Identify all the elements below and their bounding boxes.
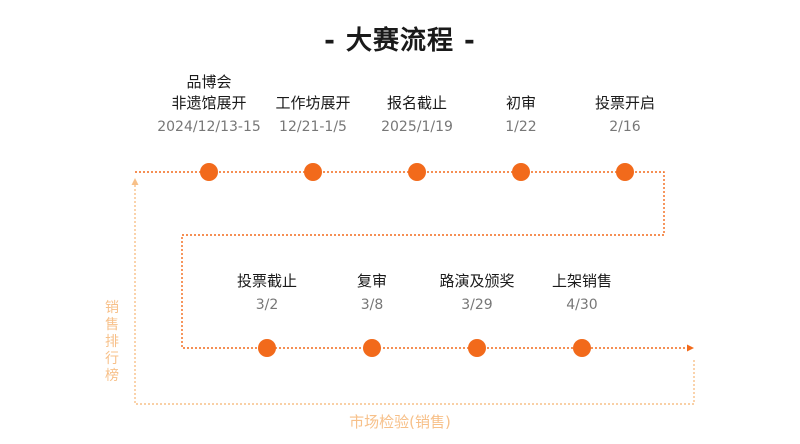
- timeline-step: 复审 3/8: [302, 271, 442, 315]
- main-flow-arrowhead: [687, 344, 694, 352]
- step-date: 12/21-1/5: [279, 119, 347, 135]
- timeline-step: 上架销售 4/30: [512, 271, 652, 315]
- timeline-step: 报名截止 2025/1/19: [347, 93, 487, 137]
- milestone-dot: [408, 163, 426, 181]
- step-date: 3/29: [461, 297, 493, 313]
- milestone-dot: [616, 163, 634, 181]
- step-label: 报名截止: [386, 94, 447, 112]
- step-date: 2024/12/13-15: [157, 119, 261, 135]
- step-date: 3/8: [360, 297, 384, 313]
- sales-ranking-label: 销售排行榜: [105, 300, 119, 384]
- feedback-loop-path: [134, 184, 695, 405]
- step-label: 上架销售: [551, 272, 612, 290]
- feedback-loop-arrowhead: [131, 178, 139, 185]
- main-flow-path: [135, 171, 690, 349]
- milestone-dot: [258, 339, 276, 357]
- step-date: 2/16: [609, 119, 641, 135]
- step-date: 4/30: [566, 297, 598, 313]
- milestone-dot: [512, 163, 530, 181]
- timeline-step: 品博会 非遗馆展开 2024/12/13-15: [139, 72, 279, 137]
- page-title: - 大赛流程 -: [324, 26, 476, 56]
- timeline-step: 投票截止 3/2: [197, 271, 337, 315]
- step-date: 2025/1/19: [381, 119, 453, 135]
- milestone-dot: [573, 339, 591, 357]
- milestone-dot: [468, 339, 486, 357]
- timeline-step: 路演及颁奖 3/29: [407, 271, 547, 315]
- step-date: 1/22: [505, 119, 537, 135]
- step-label: 路演及颁奖: [439, 272, 515, 290]
- timeline-step: 投票开启 2/16: [555, 93, 695, 137]
- market-test-label: 市场检验(销售): [349, 413, 451, 431]
- step-label: 投票截止: [236, 272, 297, 290]
- timeline-step: 工作坊展开 12/21-1/5: [243, 93, 383, 137]
- step-label: 品博会 非遗馆展开: [171, 73, 247, 112]
- milestone-dot: [304, 163, 322, 181]
- step-label: 工作坊展开: [275, 94, 351, 112]
- timeline-step: 初审 1/22: [451, 93, 591, 137]
- step-date: 3/2: [255, 297, 279, 313]
- step-label: 投票开启: [594, 94, 655, 112]
- step-label: 复审: [356, 272, 387, 290]
- step-label: 初审: [505, 94, 536, 112]
- milestone-dot: [200, 163, 218, 181]
- milestone-dot: [363, 339, 381, 357]
